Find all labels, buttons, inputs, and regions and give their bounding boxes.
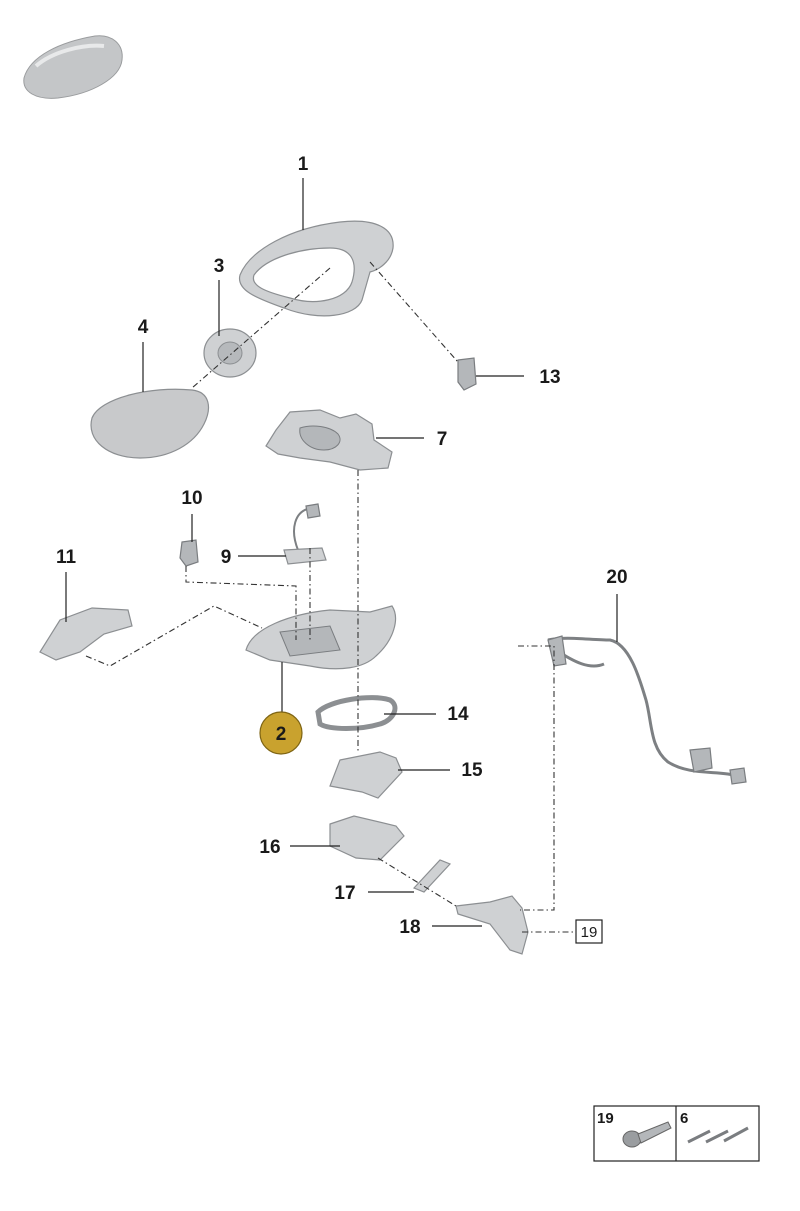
boxed-reference-19[interactable]: 19 — [575, 919, 603, 944]
part-15-lower-cover[interactable] — [329, 751, 403, 799]
part-13-clip[interactable] — [457, 357, 477, 391]
highlight-badge-2[interactable] — [259, 711, 303, 755]
callout-16[interactable]: 16 — [259, 837, 280, 858]
leader-lines — [65, 178, 618, 927]
part-4-mirror-glass[interactable] — [90, 388, 210, 459]
callout-11[interactable]: 11 — [56, 547, 77, 568]
part-20-wiring-harness[interactable] — [547, 635, 747, 785]
vehicle-thumbnail — [23, 35, 123, 99]
callout-20[interactable]: 20 — [606, 567, 627, 588]
callout-13[interactable]: 13 — [539, 367, 560, 388]
callout-4[interactable]: 4 — [138, 317, 149, 338]
part-7-base-bracket[interactable] — [265, 409, 393, 471]
legend-label-left: 19 — [597, 1110, 614, 1127]
callout-15[interactable]: 15 — [461, 760, 483, 781]
part-14-gasket[interactable] — [315, 695, 398, 731]
callout-18[interactable]: 18 — [399, 917, 420, 938]
bolt-icon — [622, 1121, 672, 1148]
callout-labels: 1 3 4 13 7 10 9 11 20 2 14 15 16 17 18 — [56, 154, 628, 938]
part-11-cover-bracket[interactable] — [39, 607, 133, 661]
callout-2[interactable]: 2 — [276, 724, 287, 745]
boxed-label-19: 19 — [581, 924, 598, 941]
callout-14[interactable]: 14 — [447, 704, 469, 725]
part-10-connector[interactable] — [179, 539, 199, 567]
part-1-mirror-housing[interactable] — [238, 220, 394, 317]
screws-icon — [687, 1126, 749, 1144]
callout-1[interactable]: 1 — [298, 154, 309, 175]
legend-label-right: 6 — [680, 1110, 688, 1127]
callout-17[interactable]: 17 — [334, 883, 355, 904]
assembly-lines — [85, 261, 576, 933]
part-2-lower-housing[interactable] — [245, 605, 397, 670]
callout-3[interactable]: 3 — [214, 256, 225, 277]
part-16-arm-cover[interactable] — [329, 815, 405, 861]
part-17-seal-strip[interactable] — [412, 859, 452, 893]
callout-9[interactable]: 9 — [221, 547, 232, 568]
part-9-circuit-unit[interactable] — [283, 503, 327, 565]
callout-10[interactable]: 10 — [181, 488, 202, 509]
part-3-adjuster-disc[interactable] — [203, 328, 257, 378]
part-18-mounting-arm[interactable] — [455, 895, 529, 955]
callout-7[interactable]: 7 — [437, 429, 448, 450]
fastener-legend: 19 6 — [593, 1105, 760, 1162]
